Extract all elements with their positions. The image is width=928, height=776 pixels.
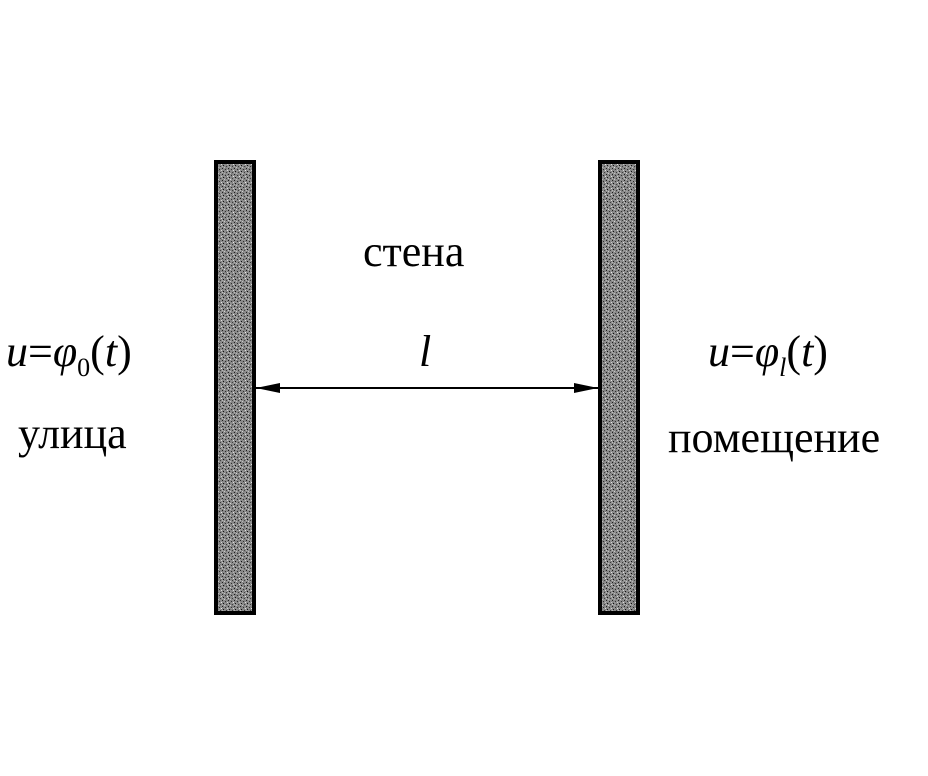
left-equals: = (28, 327, 53, 376)
right-wall (598, 160, 640, 615)
length-dimension-arrow (256, 383, 598, 393)
right-boundary-condition: u=φl(t) (708, 326, 828, 382)
wall-label: стена (363, 227, 465, 276)
right-paren-close: ) (813, 327, 828, 376)
right-func-subscript: l (779, 353, 787, 382)
right-equals: = (730, 327, 755, 376)
left-func-subscript: 0 (77, 353, 91, 382)
left-boundary-condition: u=φ0(t) (6, 326, 132, 382)
left-paren-close: ) (117, 327, 132, 376)
right-func: φ (754, 327, 780, 376)
left-var: u (6, 327, 28, 376)
outside-label: улица (18, 409, 127, 458)
room-label: помещение (668, 413, 881, 462)
left-arg: t (104, 327, 118, 376)
left-wall (214, 160, 256, 615)
left-func: φ (52, 327, 78, 376)
right-var: u (708, 327, 730, 376)
length-label: l (419, 327, 432, 376)
left-paren-open: ( (90, 327, 105, 376)
right-paren-open: ( (786, 327, 802, 376)
right-arg: t (801, 327, 814, 376)
